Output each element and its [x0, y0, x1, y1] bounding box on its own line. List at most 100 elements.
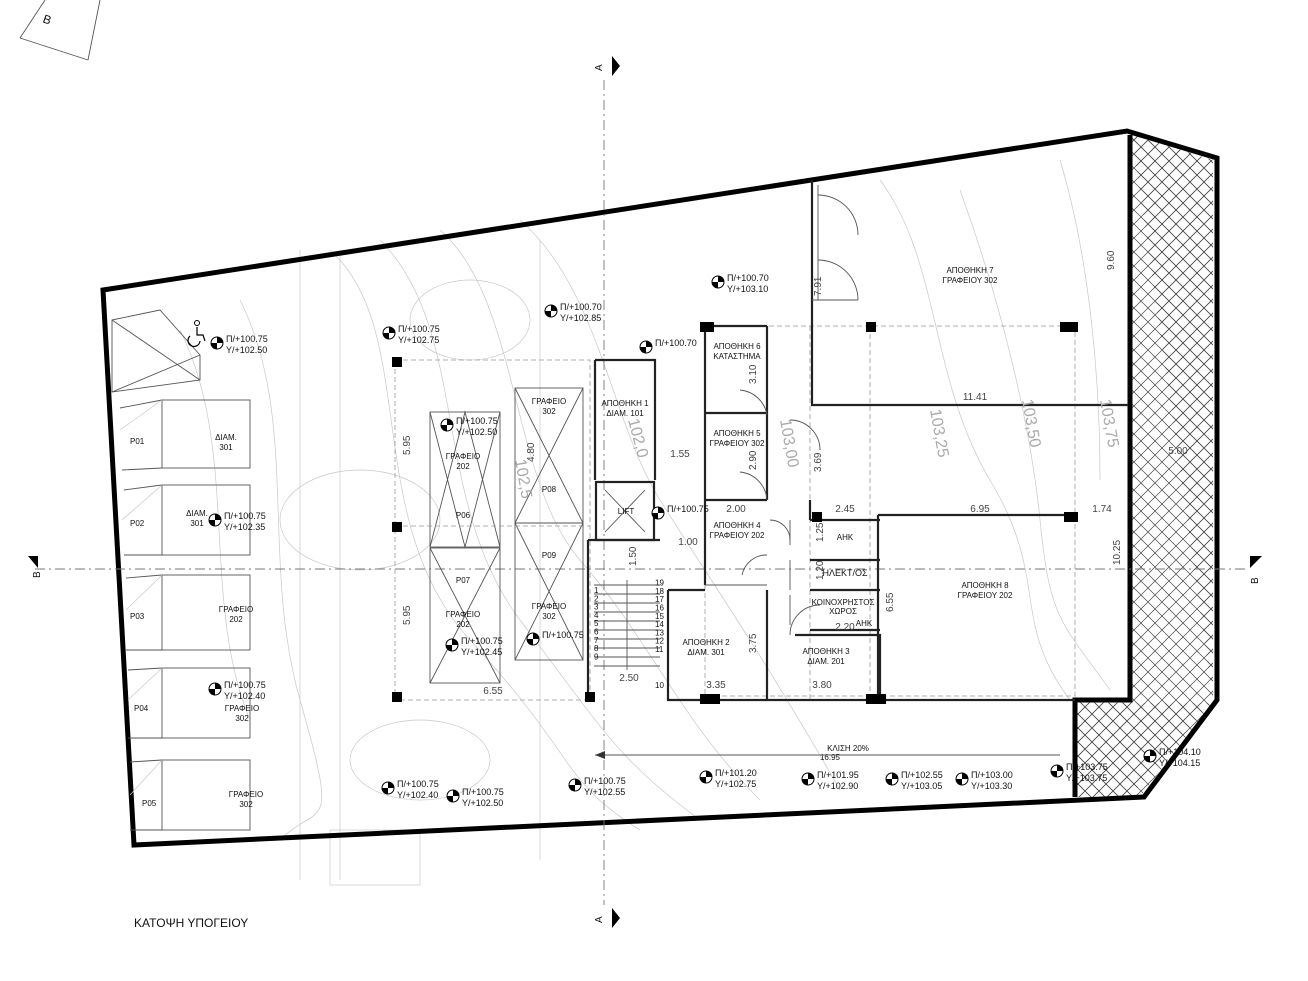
- svg-text:ΓΡΑΦΕΙΟΥ 202: ΓΡΑΦΕΙΟΥ 202: [958, 591, 1013, 600]
- level-marker: Π/+100.75: [651, 504, 709, 520]
- common-area-label: ΚΟΙΝΟΧΡΗΣΤΟΣ: [812, 598, 875, 607]
- parking-id: P06: [456, 511, 471, 520]
- svg-text:ΓΡΑΦΕΙΟΥ 302: ΓΡΑΦΕΙΟΥ 302: [710, 439, 765, 448]
- floor-level-text: Π/+102.55: [901, 770, 943, 780]
- floor-level-text: Π/+100.70: [655, 338, 697, 348]
- ceiling-level-text: Υ/+102.55: [584, 787, 625, 797]
- stair-step-number: 19: [655, 579, 664, 588]
- level-marker: Π/+100.75Υ/+102.35: [208, 511, 266, 532]
- section-mark-b-left: B: [28, 556, 43, 578]
- dimension-labels: 11.41 6.95 2.45 1.74 9.60 5.00 10.25 1.5…: [402, 250, 1188, 762]
- storage8-label: ΑΠΟΘΗΚΗ 8: [961, 581, 1009, 590]
- ceiling-level-text: Υ/+102.40: [397, 790, 438, 800]
- storage1-label: ΑΠΟΘΗΚΗ 1: [601, 399, 649, 408]
- section-mark-a-top: A: [594, 56, 620, 76]
- svg-text:3.75: 3.75: [748, 633, 759, 653]
- svg-text:ΔΙΑΜ. 301: ΔΙΑΜ. 301: [687, 648, 725, 657]
- outer-boundary-wall: [100, 128, 1220, 848]
- floor-level-text: Π/+103.00: [971, 770, 1013, 780]
- parking-id: P08: [542, 485, 557, 494]
- stair-step-number: 2: [594, 594, 599, 603]
- parking-id: P04: [134, 704, 149, 713]
- level-marker: Π/+100.75Υ/+102.45: [445, 636, 503, 657]
- svg-text:ΧΩΡΟΣ: ΧΩΡΟΣ: [829, 607, 857, 616]
- svg-text:10.25: 10.25: [1112, 540, 1123, 565]
- ceiling-level-text: Υ/+102.45: [461, 647, 502, 657]
- stair-step-number: 18: [655, 587, 664, 596]
- floor-level-text: Π/+100.75: [584, 776, 626, 786]
- svg-text:6.55: 6.55: [483, 686, 503, 697]
- level-marker: Π/+101.20Υ/+102.75: [699, 768, 757, 789]
- stair-step-number: 4: [594, 611, 599, 620]
- svg-text:1.00: 1.00: [678, 537, 698, 548]
- svg-text:3.35: 3.35: [706, 680, 726, 691]
- svg-text:ΓΡΑΦΕΙΟ: ΓΡΑΦΕΙΟ: [532, 602, 566, 611]
- svg-text:11.41: 11.41: [963, 392, 988, 403]
- svg-text:1.55: 1.55: [670, 449, 690, 460]
- stair-step-number: 5: [594, 619, 599, 628]
- level-marker: Π/+100.75Υ/+102.40: [381, 779, 439, 800]
- floor-level-text: Π/+100.75: [224, 511, 266, 521]
- electrical-room-label: ΗΛΕΚΤ/ΟΣ: [822, 568, 868, 578]
- floor-level-text: Π/+100.70: [560, 302, 602, 312]
- stair-step-number: 8: [594, 644, 599, 653]
- section-mark-b-right: B: [1250, 556, 1262, 584]
- room-labels: ΑΠΟΘΗΚΗ 7 ΓΡΑΦΕΙΟΥ 302 ΑΠΟΘΗΚΗ 8 ΓΡΑΦΕΙΟ…: [601, 266, 1013, 666]
- ramp-slope-label: ΚΛΙΣΗ 20%: [827, 744, 869, 753]
- parking-stalls-left: [111, 309, 251, 831]
- section-mark-a-bottom: A: [594, 908, 620, 928]
- svg-text:6.55: 6.55: [885, 592, 896, 612]
- svg-text:102,5: 102,5: [511, 458, 535, 500]
- svg-text:ΚΑΤΑΣΤΗΜΑ: ΚΑΤΑΣΤΗΜΑ: [713, 352, 761, 361]
- svg-text:2.50: 2.50: [619, 673, 639, 684]
- ceiling-level-text: Υ/+102.40: [224, 691, 265, 701]
- svg-text:ΓΡΑΦΕΙΟ: ΓΡΑΦΕΙΟ: [532, 397, 566, 406]
- ceiling-level-text: Υ/+102.50: [226, 345, 267, 355]
- level-marker: Π/+101.95Υ/+102.90: [801, 770, 859, 791]
- parking-labels: P01 ΔΙΑΜ. 301 P02 ΔΙΑΜ. 301 P03 ΓΡΑΦΕΙΟ …: [130, 397, 566, 809]
- parking-stalls-center: [429, 387, 584, 684]
- svg-text:102,0: 102,0: [624, 417, 651, 460]
- svg-text:2.00: 2.00: [726, 504, 746, 515]
- ceiling-level-text: Υ/+102.50: [456, 427, 497, 437]
- floor-level-text: Π/+100.70: [727, 273, 769, 283]
- stair-step-number: 3: [594, 603, 599, 612]
- parking-id: P01: [130, 437, 145, 446]
- svg-text:202: 202: [456, 620, 470, 629]
- svg-text:5.95: 5.95: [402, 605, 413, 625]
- floor-level-text: Π/+101.20: [715, 768, 757, 778]
- level-marker: Π/+100.75Υ/+102.50: [440, 416, 498, 437]
- level-marker: Π/+100.75Υ/+102.55: [568, 776, 626, 797]
- svg-text:4.80: 4.80: [526, 442, 537, 462]
- svg-text:ΔΙΑΜ.: ΔΙΑΜ.: [215, 433, 237, 442]
- floor-level-text: Π/+100.75: [456, 416, 498, 426]
- svg-text:1.74: 1.74: [1092, 504, 1112, 515]
- level-marker: Π/+100.75Υ/+102.40: [208, 680, 266, 701]
- svg-text:202: 202: [456, 462, 470, 471]
- svg-text:7.91: 7.91: [813, 276, 824, 296]
- svg-text:302: 302: [542, 407, 556, 416]
- ceiling-level-text: Υ/+103.05: [901, 781, 942, 791]
- svg-text:A: A: [594, 916, 605, 923]
- level-markers: Π/+100.75Υ/+102.50Π/+100.75Υ/+102.75Π/+1…: [208, 273, 1201, 808]
- floor-level-text: Π/+103.75: [1066, 762, 1108, 772]
- svg-text:301: 301: [190, 519, 204, 528]
- level-marker: Π/+103.00Υ/+103.30: [955, 770, 1013, 791]
- svg-text:202: 202: [229, 615, 243, 624]
- storage5-label: ΑΠΟΘΗΚΗ 5: [713, 429, 761, 438]
- ceiling-level-text: Υ/+102.35: [224, 522, 265, 532]
- svg-text:103,25: 103,25: [926, 408, 951, 459]
- floor-level-text: Π/+104.10: [1159, 747, 1201, 757]
- svg-text:103,00: 103,00: [776, 418, 801, 469]
- stair-step-number: 15: [655, 612, 664, 621]
- stair-step-number: 11: [655, 645, 664, 654]
- svg-text:A: A: [594, 64, 605, 71]
- stair-step-number: 14: [655, 620, 664, 629]
- north-arrow-icon: B: [19, 0, 101, 61]
- level-marker: Π/+100.75: [526, 630, 584, 646]
- svg-text:9.60: 9.60: [1106, 250, 1117, 270]
- stair-step-number: 13: [655, 628, 664, 637]
- ahk-label-2: ΑΗΚ: [856, 619, 873, 628]
- level-marker: Π/+104.10Υ/+104.15: [1143, 747, 1201, 768]
